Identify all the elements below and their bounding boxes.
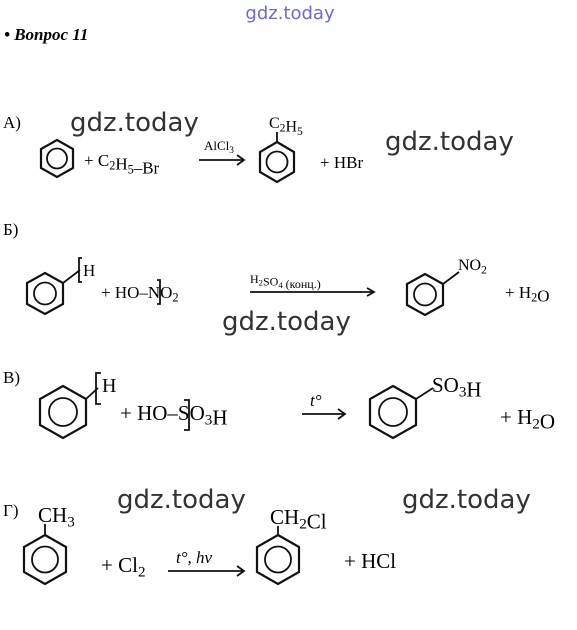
bond-bracket [184,399,190,431]
benzene-ring-icon [405,271,460,317]
product-substituent: SO3H [432,373,482,402]
benzene-ring-icon [38,372,101,440]
benzene-ring-icon [22,524,68,586]
reaction-g: Г) CH3 + Cl2 t°, hν CH2Cl + HCl [3,501,396,586]
product-substituent: CH2Cl [270,505,327,534]
watermark: gdz.today [385,127,514,157]
byproduct: + HCl [344,549,396,573]
byproduct: + H2O [505,283,550,306]
benzene-ring-icon [39,138,75,179]
reagent: + C2H5–Br [84,151,160,177]
condition: H2SO4 (конц.) [250,272,321,291]
reaction-b: Б) H + HO–NO2 H2SO4 (конц.) NO2 + H2O [3,220,550,317]
arrow-head [236,154,246,166]
byproduct: + HBr [320,153,363,172]
reagent: + HO–SO3H [120,401,228,430]
reactant-h: H [102,375,116,397]
arrow-head [366,287,376,297]
reaction-a: А) + C2H5–Br AlCl3 C2H5 + HBr [3,113,363,184]
condition: AlCl3 [204,138,234,156]
benzene-ring-icon [25,257,82,316]
watermark: gdz.today [402,485,531,515]
reaction-label: Г) [3,501,19,520]
condition: t° [310,391,322,410]
benzene-ring-icon [258,132,296,184]
watermark: gdz.today [70,108,199,138]
reaction-label: А) [3,113,21,132]
reagent: + Cl2 [101,553,146,581]
benzene-ring-icon [368,384,434,440]
site-watermark: gdz.today [245,3,335,24]
reactant-substituent: CH3 [38,503,75,531]
bond-bracket [157,279,161,305]
product-substituent: NO2 [458,257,487,276]
reaction-label: Б) [3,220,18,239]
question-title: • Вопрос 11 [4,25,88,44]
benzene-ring-icon [255,526,301,586]
reaction-label: В) [3,368,20,387]
reaction-v: В) H + HO–SO3H t° SO3H + H2O [3,368,555,440]
product-substituent: C2H5 [269,115,303,138]
arrow-head [236,565,246,577]
reagent: + HO–NO2 [101,283,179,305]
watermark: gdz.today [222,307,351,337]
byproduct: + H2O [500,405,555,434]
watermark: gdz.today [117,485,246,515]
arrow-head [337,408,347,420]
condition: t°, hν [176,548,213,567]
reactant-h: H [83,261,95,280]
